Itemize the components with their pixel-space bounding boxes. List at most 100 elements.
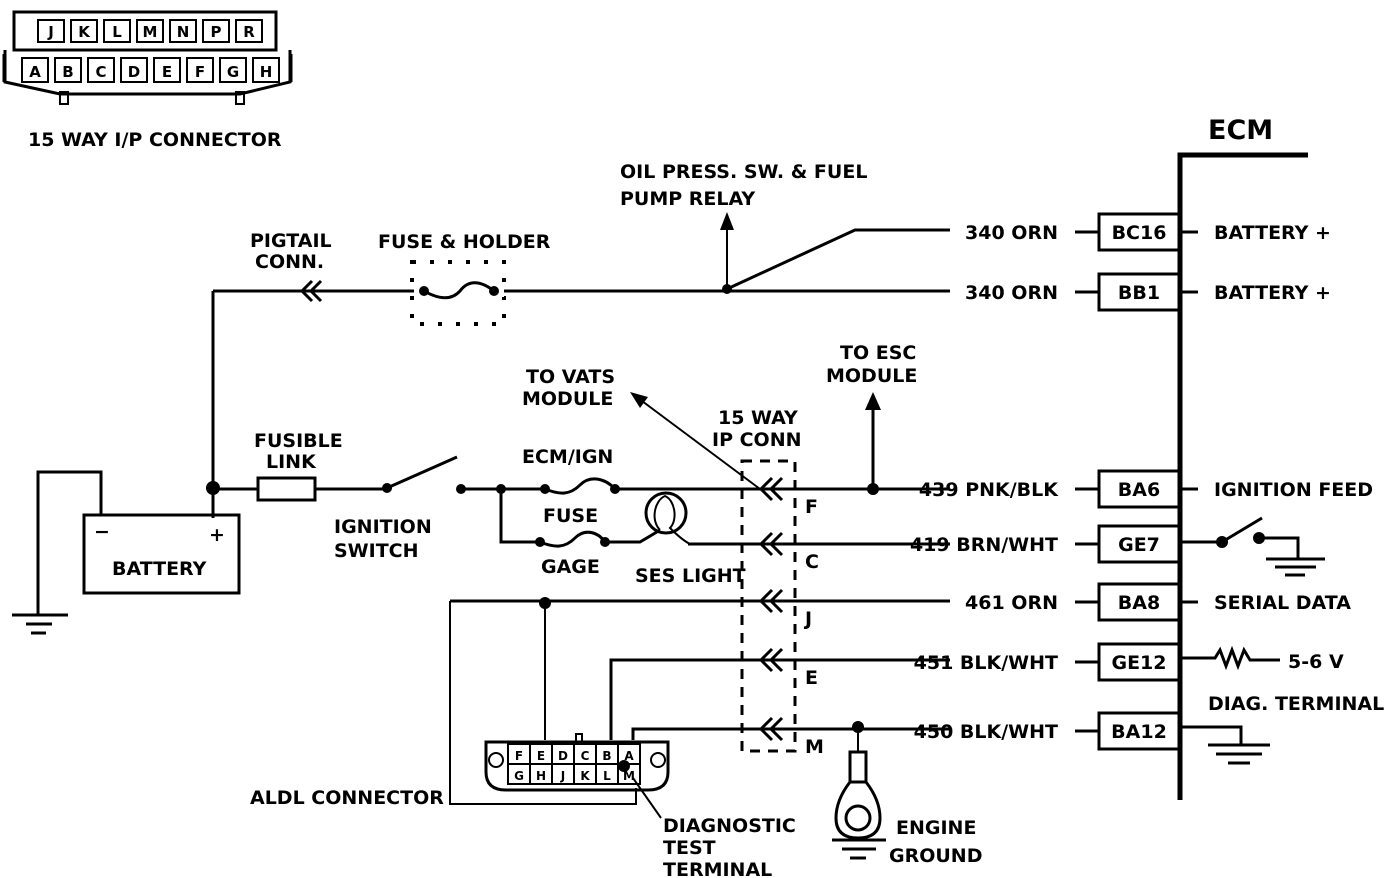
ip-pin-label: C [95,63,106,81]
ecm-title: ECM [1208,115,1273,146]
pigtail-connector-icon [299,279,323,303]
arrow-up-icon [720,212,734,230]
battery: − + BATTERY [12,470,241,635]
ip-pin-label: G [227,63,239,81]
ses-light-label: SES LIGHT [635,565,746,587]
engine-ground-label-1: ENGINE [896,817,976,839]
battery-label: BATTERY [112,558,207,580]
aldl-pin-label: E [537,749,545,763]
ip-pin-label: N [177,23,190,41]
pigtail-label-1: PIGTAIL [250,230,332,252]
ecm-terminal-ba12: BA12 450 BLK/WHT [914,711,1181,751]
ecm-terminal-ba8: BA8 461 ORN SERIAL DATA [965,582,1351,622]
ip-pin-F [186,57,214,83]
ip-conn-label-1: 15 WAY [718,407,798,429]
fusible-link-icon [256,476,317,502]
to-esc-label-1: TO ESC [840,342,916,364]
diag-test-label-3: TERMINAL [663,859,772,878]
ip-pin-label: L [112,23,122,41]
gage-label: GAGE [541,556,600,578]
terminal-id: GE7 [1118,534,1160,556]
ip-pin-C [87,57,115,83]
ignition-switch-label-1: IGNITION [334,516,432,538]
ip-conn-pin-M: M [805,736,824,758]
engine-ground-label-2: GROUND [889,845,982,867]
ip-pin-B [54,57,82,83]
terminal-id: BA6 [1118,479,1160,501]
diag-test-label-1: DIAGNOSTIC [663,815,796,837]
diag-test-label-2: TEST [663,837,716,859]
ignition-circuit: FUSIBLE LINK IGNITION SWITCH ECM/IGN FUS… [213,342,950,587]
ip-pin-label: K [78,23,91,41]
ip-pin-A [21,57,49,83]
terminal-id: BA8 [1118,592,1160,614]
wire-label: 461 ORN [965,592,1058,614]
ses-light-icon [644,491,691,545]
ground-icon [12,613,68,635]
fuse-label: FUSE [543,505,598,527]
resistor-icon [1180,645,1280,671]
ecm-ign-label: ECM/IGN [522,446,613,468]
terminal-function: BATTERY + [1214,282,1331,304]
ip-pin-label: M [143,23,158,41]
ip-conn-pin-J: J [803,608,812,630]
ip-pin-label: R [243,23,255,41]
ip-connector-title: 15 WAY I/P CONNECTOR [28,129,282,151]
aldl-pin-label: J [560,769,565,783]
aldl-pin-label: B [602,749,611,763]
switch-icon [1221,516,1263,544]
aldl-pin-label: H [536,769,546,783]
wire-label: 450 BLK/WHT [914,721,1058,743]
ip-pin-M [136,19,164,43]
ip-pin-label: D [128,63,140,81]
battery-negative: − [94,521,110,543]
ip-pin-G [219,57,247,83]
ip-pin-J [37,19,65,43]
ip-pin-N [169,19,197,43]
terminal-id: BC16 [1112,222,1167,244]
ip-pin-R [235,19,263,43]
ip-pin-label: B [62,63,73,81]
ip-pin-label: H [260,63,273,81]
ip-pin-L [103,19,131,43]
connector-chevron-icon [758,531,784,557]
aldl-pin-label: M [623,769,635,783]
battery-positive: + [209,524,225,546]
fuse-holder-icon [410,260,506,326]
terminal-id: BA12 [1111,721,1167,743]
ecm-extras: 5-6 V DIAG. TERMINAL [1180,516,1384,765]
ip-pin-P [202,19,230,43]
ip-conn-pin-E: E [805,667,818,689]
fusible-link-label-1: FUSIBLE [254,430,343,452]
aldl-pin-label: A [624,749,634,763]
aldl-pin-label: D [558,749,568,763]
connector-chevron-icon [758,476,784,502]
arrow-vats-icon [630,392,648,408]
terminal-function: BATTERY + [1214,222,1331,244]
aldl-pin-label: L [603,769,611,783]
ip-pin-E [153,57,181,83]
terminal-function: SERIAL DATA [1214,592,1351,614]
aldl-pin-label: C [581,749,590,763]
wire-label: 439 PNK/BLK [919,479,1059,501]
ip-pin-K [70,19,98,43]
wire-label: 340 ORN [965,282,1058,304]
ip-conn-pin-F: F [805,496,818,518]
diag-terminal-label: DIAG. TERMINAL [1208,693,1384,715]
ip-pin-H [252,57,280,83]
diag-volt-label: 5-6 V [1288,651,1344,673]
ip-conn-box: 15 WAY IP CONN [712,407,802,753]
aldl-pin-label: G [514,769,524,783]
ip-pin-D [120,57,148,83]
ip-pin-label: E [162,63,172,81]
fuse-holder-label: FUSE & HOLDER [378,231,551,253]
wire-label: 340 ORN [965,222,1058,244]
